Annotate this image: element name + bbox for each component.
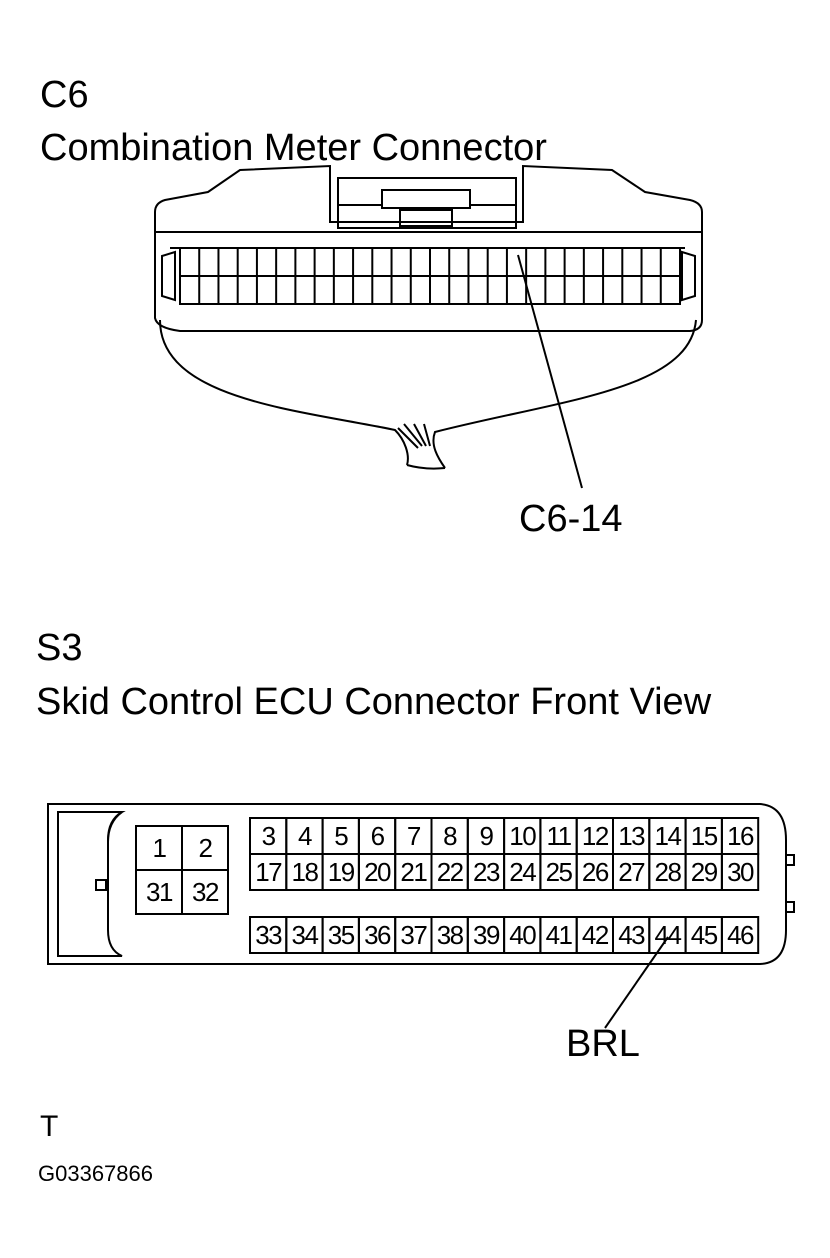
s3-left-pin-block: 1 2 31 32 [135, 825, 229, 915]
pin-number: 43 [618, 920, 645, 950]
c6-connector-id: C6 [40, 74, 89, 116]
pin-cell [720, 916, 760, 954]
pin-number: 12 [582, 821, 609, 851]
pin-number: 5 [334, 821, 348, 851]
c6-wire-ends [397, 423, 431, 449]
view-mark: T [40, 1110, 59, 1143]
pin-number: 11 [547, 821, 572, 851]
pin-number: 31 [146, 877, 173, 907]
c6-harness-bundle [406, 464, 446, 470]
s3-connector-title: Skid Control ECU Connector Front View [36, 681, 712, 723]
pin-number: 13 [618, 821, 645, 851]
pin-number: 29 [691, 857, 718, 887]
pin-cell [181, 869, 229, 915]
pin-number: 39 [473, 920, 500, 950]
pin-number: 8 [443, 821, 457, 851]
pin-number: 16 [727, 821, 754, 851]
pin-number: 46 [727, 920, 754, 950]
pin-number: 18 [291, 857, 318, 887]
pin-number: 42 [582, 920, 609, 950]
pin-number: 26 [582, 857, 609, 887]
pin-number: 2 [199, 833, 213, 863]
c6-pin-grid [179, 247, 681, 305]
c6-pin-callout: C6-14 [519, 498, 623, 540]
pin-number: 20 [364, 857, 391, 887]
pin-number: 33 [255, 920, 282, 950]
pin-number: 24 [509, 857, 536, 887]
pin-number: 36 [364, 920, 391, 950]
pin-number: 1 [153, 833, 167, 863]
s3-lower-pin-block: 33 34 35 36 37 38 39 40 41 42 43 44 45 46 [249, 916, 760, 954]
c6-harness-right [432, 319, 697, 469]
figure-code: G03367866 [38, 1161, 153, 1186]
pin-number: 45 [691, 920, 718, 950]
pin-number: 38 [437, 920, 464, 950]
pin-number: 9 [479, 821, 493, 851]
pin-number: 40 [509, 920, 536, 950]
pin-number: 4 [298, 821, 312, 851]
pin-number: 30 [727, 857, 754, 887]
s3-pin-callout: BRL [566, 1023, 640, 1065]
pin-number: 14 [654, 821, 681, 851]
pin-number: 10 [509, 821, 536, 851]
c6-callout-leader [517, 254, 583, 489]
s3-callout-leader [604, 936, 669, 1029]
pin-number: 34 [291, 920, 318, 950]
pin-number: 32 [192, 877, 219, 907]
pin-number: 35 [328, 920, 355, 950]
pin-number: 19 [328, 857, 355, 887]
pin-number: 25 [546, 857, 573, 887]
pin-number: 41 [546, 920, 573, 950]
pin-number: 7 [407, 821, 421, 851]
pin-number: 37 [400, 920, 427, 950]
pin-number: 22 [437, 857, 464, 887]
pin-number: 23 [473, 857, 500, 887]
pin-number: 44 [654, 920, 681, 950]
c6-harness-left [159, 319, 409, 466]
pin-number: 17 [255, 857, 282, 887]
s3-connector-id: S3 [36, 627, 83, 669]
pin-cell [720, 853, 760, 891]
pin-number: 6 [371, 821, 385, 851]
pin-number: 27 [618, 857, 645, 887]
c6-connector-title: Combination Meter Connector [40, 127, 547, 169]
pin-number: 3 [262, 821, 276, 851]
pin-number: 15 [691, 821, 718, 851]
s3-connector-body [47, 803, 795, 965]
pin-number: 28 [654, 857, 681, 887]
pin-number: 21 [400, 857, 427, 887]
